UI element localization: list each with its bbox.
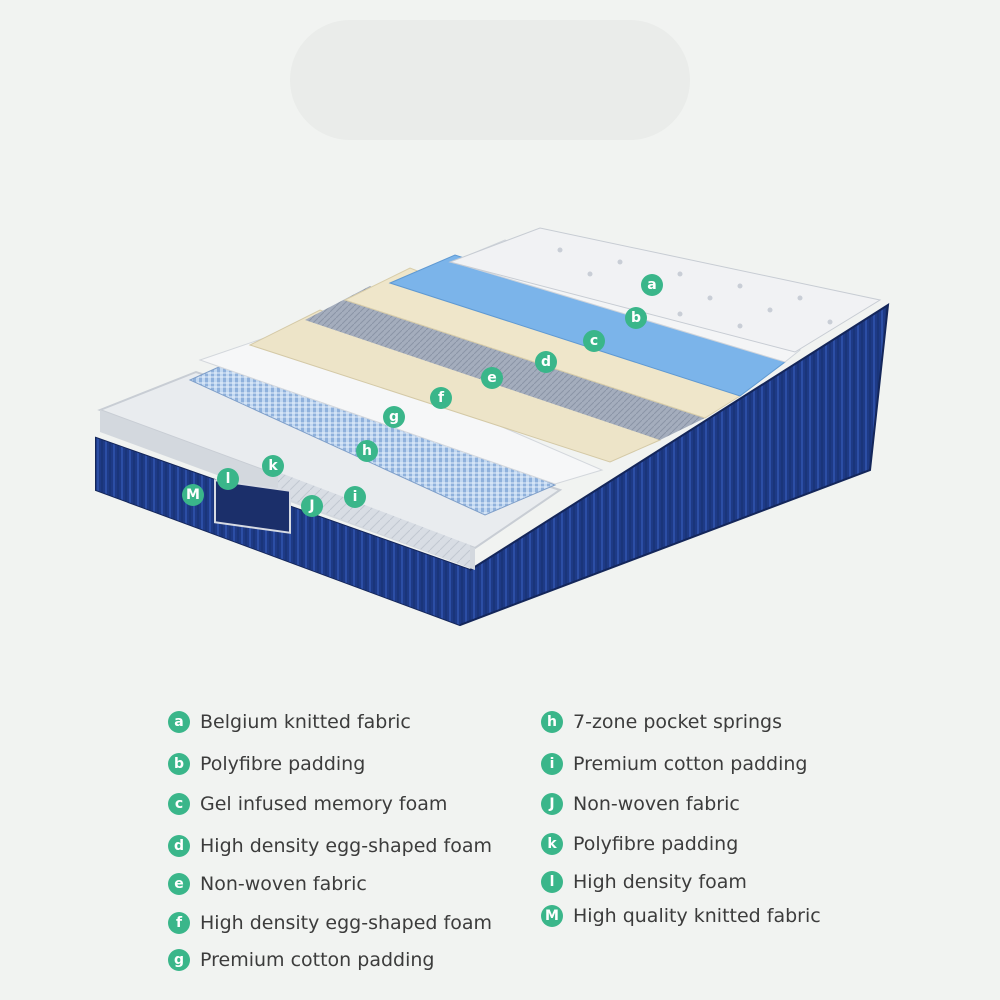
marker-d: d (535, 351, 557, 373)
brand-tag (214, 479, 291, 534)
marker-a: a (641, 274, 663, 296)
marker-l: l (217, 468, 239, 490)
background-haze (290, 20, 690, 140)
marker-j: J (301, 495, 323, 517)
marker-k: k (262, 455, 284, 477)
marker-m: M (182, 484, 204, 506)
marker-e: e (481, 367, 503, 389)
marker-f: f (430, 387, 452, 409)
marker-g: g (383, 406, 405, 428)
marker-b: b (625, 307, 647, 329)
cotton-padding-lower (278, 472, 470, 568)
non-woven-fabric-layer (305, 286, 705, 440)
belgium-knitted-fabric-top (448, 227, 882, 353)
tufting-dots (557, 247, 833, 329)
marker-c: c (583, 330, 605, 352)
marker-i: i (344, 486, 366, 508)
marker-h: h (356, 440, 378, 462)
